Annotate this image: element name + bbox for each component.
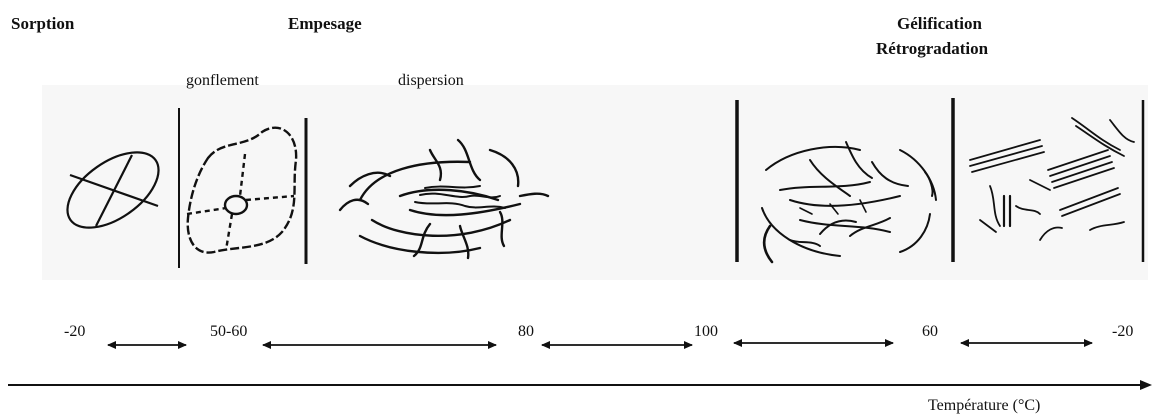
temp-label-1: -20 [64,323,86,340]
sublabel-gonflement: gonflement [186,72,259,89]
starch-granule-icon [66,151,160,229]
temp-label-5: 60 [922,323,938,340]
retrograded-bundles-icon [969,117,1135,241]
dispersed-chains-icon [338,138,550,260]
gel-network-icon [761,141,937,264]
swollen-granule-icon [186,126,298,254]
stage-separators [178,98,1145,268]
heading-retrogradation: Rétrogradation [876,39,989,58]
temp-label-6: -20 [1112,323,1134,340]
temp-label-4: 100 [694,323,718,340]
heading-gelification: Gélification [897,14,982,33]
sublabel-dispersion: dispersion [398,72,464,89]
heading-empesage: Empesage [288,14,362,33]
transition-arrows [107,339,1093,349]
axis-label: Température (°C) [928,397,1041,414]
illustration-panel [42,85,1148,280]
temp-label-2: 50-60 [210,323,248,340]
axis-arrowhead [1140,380,1152,390]
temp-label-3: 80 [518,323,534,340]
heading-sorption: Sorption [11,14,75,33]
